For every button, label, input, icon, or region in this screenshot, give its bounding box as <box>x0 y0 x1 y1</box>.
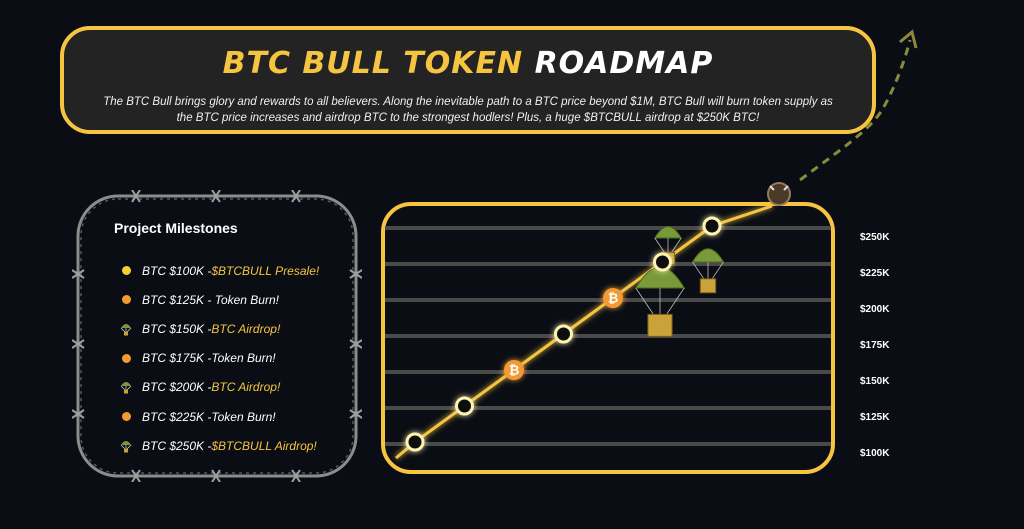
header-panel: BTC BULL TOKEN ROADMAP The BTC Bull brin… <box>60 26 876 134</box>
milestone-item: BTC $250K - $BTCBULL Airdrop! <box>116 431 319 460</box>
yellow-dot-icon <box>116 266 136 276</box>
parachute-icon <box>116 322 136 336</box>
parachute-icon <box>691 248 725 294</box>
y-tick-label: $200K <box>860 304 890 315</box>
orange-dot-icon <box>116 353 136 363</box>
y-tick-label: $100K <box>860 448 890 459</box>
parachute-icon <box>116 439 136 453</box>
milestone-item: BTC $225K - Token Burn! <box>116 402 319 431</box>
page-title: BTC BULL TOKEN ROADMAP <box>64 46 872 81</box>
milestone-item: BTC $100K - $BTCBULL Presale! <box>116 256 319 285</box>
milestone-price: BTC $175K - <box>142 351 212 366</box>
data-point <box>653 252 672 272</box>
milestone-item: BTC $175K - Token Burn! <box>116 344 319 373</box>
orange-dot-icon <box>116 295 136 305</box>
data-point <box>554 324 573 344</box>
bull-icon <box>767 182 791 206</box>
milestone-text: Token Burn! <box>211 351 276 366</box>
svg-text:₿: ₿ <box>509 364 520 379</box>
milestone-text: Token Burn! <box>211 409 276 424</box>
milestone-text: Token Burn! <box>211 292 279 307</box>
dashed-arrow-icon <box>799 29 918 182</box>
milestone-item: BTC $125K - Token Burn! <box>116 285 319 314</box>
title-plain: ROADMAP <box>534 46 714 81</box>
bitcoin-icon: ₿ <box>504 360 524 380</box>
data-point <box>405 432 425 452</box>
svg-text:₿: ₿ <box>608 292 619 307</box>
parachute-icon <box>634 266 686 337</box>
airdrop-decorations <box>634 226 725 337</box>
milestone-text: $BTCBULL Presale! <box>211 263 320 278</box>
barbed-wire-frame <box>72 190 362 482</box>
milestone-item: BTC $150K - BTC Airdrop! <box>116 314 319 343</box>
orange-dot-icon <box>116 412 136 422</box>
data-point <box>702 216 722 236</box>
milestone-price: BTC $225K - <box>142 409 212 424</box>
milestone-price: BTC $100K - <box>142 263 212 278</box>
milestone-price: BTC $200K - <box>142 380 212 395</box>
milestones-panel: Project Milestones BTC $100K - $BTCBULL … <box>72 190 362 482</box>
y-tick-label: $125K <box>860 412 890 423</box>
series-line <box>395 204 773 460</box>
y-tick-label: $175K <box>860 340 890 351</box>
chart-frame <box>381 202 835 474</box>
bitcoin-icon: ₿ <box>603 288 623 308</box>
title-accent: BTC BULL TOKEN <box>222 46 524 81</box>
milestone-price: BTC $125K - <box>142 292 212 307</box>
milestone-text: BTC Airdrop! <box>211 321 281 336</box>
y-tick-label: $150K <box>860 376 890 387</box>
milestones-title: Project Milestones <box>114 220 238 236</box>
y-tick-label: $250K <box>860 232 890 243</box>
milestone-text: BTC Airdrop! <box>211 380 281 395</box>
description-text: The BTC Bull brings glory and rewards to… <box>103 96 833 124</box>
milestone-item: BTC $200K - BTC Airdrop! <box>116 373 319 402</box>
milestone-price: BTC $250K - <box>142 438 212 453</box>
y-tick-label: $225K <box>860 268 890 279</box>
data-point <box>455 396 474 416</box>
milestone-price: BTC $150K - <box>142 321 212 336</box>
milestones-list: BTC $100K - $BTCBULL Presale!BTC $125K -… <box>116 256 319 460</box>
parachute-icon <box>116 380 136 394</box>
milestone-text: $BTCBULL Airdrop! <box>211 438 317 453</box>
